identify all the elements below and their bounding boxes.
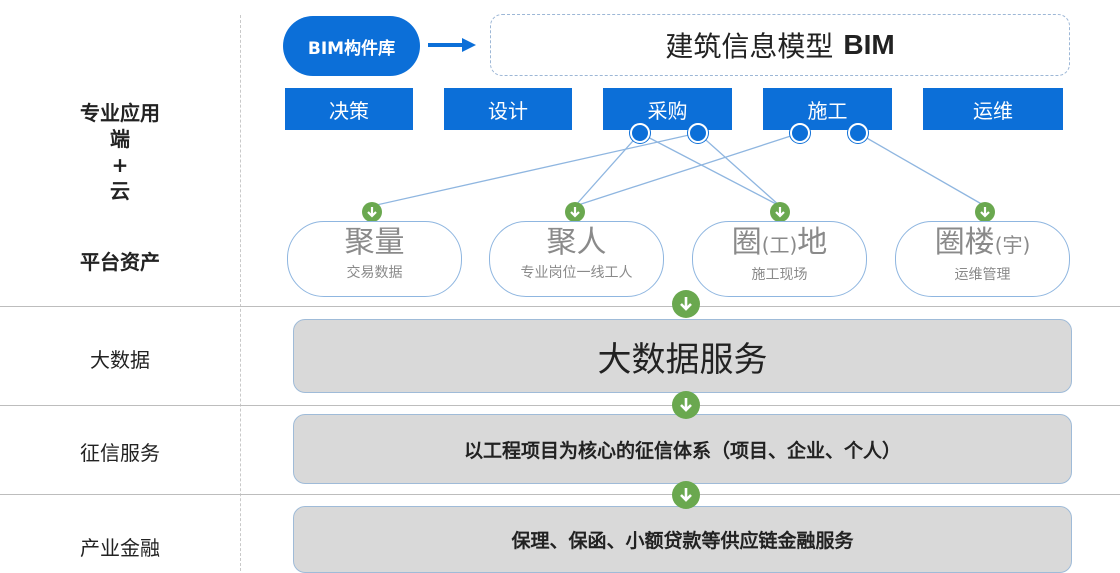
down-arrow-icon <box>975 202 995 222</box>
connector-dot <box>790 123 810 143</box>
asset-subtitle: 施工现场 <box>751 267 808 283</box>
tab-operation[interactable]: 运维 <box>923 88 1063 130</box>
bim-model-box: 建筑信息模型 BIM <box>490 14 1070 76</box>
section-divider-1 <box>0 306 1120 307</box>
connector-dot <box>688 123 708 143</box>
asset-title: 聚量 <box>344 225 405 260</box>
left-column-divider <box>240 15 241 571</box>
industry-finance-label: 产业金融 <box>80 536 160 560</box>
finance-service-box: 保理、保函、小额贷款等供应链金融服务 <box>293 506 1072 573</box>
connector-dot <box>630 123 650 143</box>
tab-construction[interactable]: 施工 <box>763 88 892 130</box>
down-arrow-icon <box>770 202 790 222</box>
credit-service-label: 征信服务 <box>80 441 160 465</box>
asset-workers: 聚人 专业岗位一线工人 <box>489 221 664 297</box>
tab-procurement[interactable]: 采购 <box>603 88 732 130</box>
asset-subtitle: 运维管理 <box>954 267 1011 283</box>
down-arrow-icon <box>672 290 700 318</box>
app-line-4: 云 <box>110 179 130 203</box>
big-data-service-box: 大数据服务 <box>293 319 1072 393</box>
app-line-2: 端 <box>110 127 130 151</box>
connector-dot <box>848 123 868 143</box>
section-divider-3 <box>0 494 1120 495</box>
platform-assets-label: 平台资产 <box>80 250 160 274</box>
asset-subtitle: 交易数据 <box>346 265 403 281</box>
app-line-3: + <box>111 153 129 177</box>
asset-title-suffix: (工) <box>761 233 798 257</box>
down-arrow-icon <box>362 202 382 222</box>
app-cloud-label: 专业应用 端 + 云 <box>20 100 220 204</box>
down-arrow-icon <box>565 202 585 222</box>
asset-title-tail: 地 <box>797 225 828 260</box>
down-arrow-icon <box>672 481 700 509</box>
bim-library-button[interactable]: BIM构件库 <box>283 16 420 76</box>
tab-decision[interactable]: 决策 <box>285 88 413 130</box>
big-data-label: 大数据 <box>90 348 150 372</box>
asset-subtitle: 专业岗位一线工人 <box>520 265 633 281</box>
down-arrow-icon <box>672 391 700 419</box>
arrow-right-icon <box>428 38 476 52</box>
credit-system-box: 以工程项目为核心的征信体系（项目、企业、个人） <box>293 414 1072 484</box>
asset-building-ops: 圈楼(宇) 运维管理 <box>895 221 1070 297</box>
bim-model-title: 建筑信息模型 <box>665 30 834 63</box>
asset-title: 圈 <box>731 225 762 260</box>
asset-title-suffix: (宇) <box>994 233 1031 257</box>
asset-trade-volume: 聚量 交易数据 <box>287 221 462 297</box>
asset-title: 聚人 <box>546 225 607 260</box>
section-divider-2 <box>0 405 1120 406</box>
asset-construction-site: 圈(工)地 施工现场 <box>692 221 867 297</box>
tab-design[interactable]: 设计 <box>444 88 572 130</box>
app-line-1: 专业应用 <box>80 101 160 125</box>
asset-title: 圈楼 <box>934 225 995 260</box>
bim-model-abbr: BIM <box>843 29 895 60</box>
